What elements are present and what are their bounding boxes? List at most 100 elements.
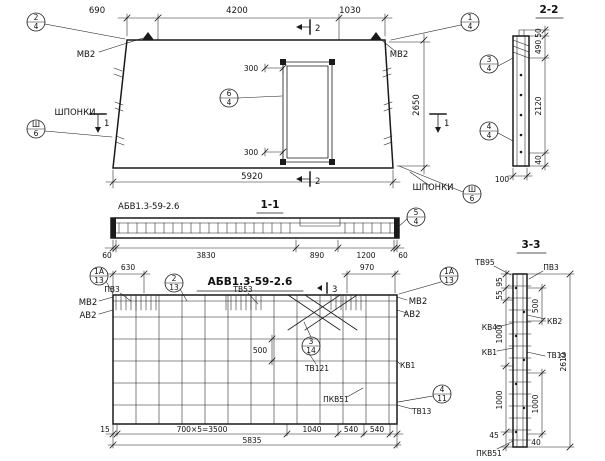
callout-bubble-1a-13-left: 1А 13: [89, 266, 109, 286]
label-tv13-s33: ТВ13: [546, 351, 566, 360]
svg-text:4: 4: [414, 217, 419, 226]
dim-40-s33: 40: [531, 438, 541, 447]
dim-1200: 1200: [356, 251, 375, 260]
reinforcement-diagonals: [287, 294, 358, 331]
reinforcement-dense-mesh: [115, 295, 362, 311]
dim-4200: 4200: [226, 6, 248, 16]
section-1-1-body: [110, 217, 400, 239]
svg-text:11: 11: [437, 394, 447, 403]
dim-100: 100: [495, 175, 510, 184]
cut-mark-arrows: [97, 26, 439, 180]
plan-view: 690 4200 1030 МВ2 МВ2 ШПОНКИ ШПОНКИ 5920…: [26, 6, 482, 204]
plan-opening-outline: [282, 61, 333, 163]
dim-890: 890: [310, 251, 325, 260]
section-3-3-title: 3-3: [522, 239, 541, 251]
dim-700x5: 700×5=3500: [177, 425, 228, 434]
section-3-3: 3-3 ТВ95 ПВ3 95 55 КВ4 1000 КВ1 1000 45 …: [474, 239, 575, 458]
dim-1000-right: 1000: [531, 394, 540, 413]
reinforcement-top-dim-lines: [107, 270, 401, 294]
label-tv121: ТВ121: [304, 364, 329, 373]
svg-text:1: 1: [468, 13, 473, 22]
label-pkv51-r: ПКВ51: [323, 395, 349, 404]
dim-3830: 3830: [196, 251, 215, 260]
svg-text:3: 3: [487, 55, 492, 64]
label-kv1: КВ1: [482, 348, 497, 357]
label-shponki-top: ШПОНКИ: [55, 108, 96, 118]
svg-text:4: 4: [227, 98, 232, 107]
section-1-1-dim-lines: [104, 239, 405, 253]
callout-bubble-5-4: 5 4: [406, 207, 426, 227]
dim-5920: 5920: [241, 172, 263, 182]
keyway-marks: [113, 67, 393, 146]
reinforcement-bottom-dim-lines: [105, 423, 404, 449]
dim-630: 630: [121, 263, 136, 272]
callout-bubble-keys-right: Ш 6: [462, 184, 482, 204]
callout-bubble-2-13: 2 13: [164, 273, 184, 293]
label-kv1-r: КВ1: [400, 361, 415, 370]
dim-1000-left-b: 1000: [495, 390, 504, 409]
dim-55: 55: [495, 290, 504, 300]
label-kv4: КВ4: [482, 323, 497, 332]
svg-text:2: 2: [34, 13, 39, 22]
callout-bubble-3-4: 3 4: [479, 54, 499, 74]
label-tv13-r: ТВ13: [411, 407, 431, 416]
callout-bubble-4-4: 4 4: [479, 121, 499, 141]
svg-text:14: 14: [306, 346, 316, 355]
svg-text:Ш: Ш: [468, 185, 476, 194]
dim-40-s22: 40: [534, 155, 543, 165]
dim-540b: 540: [370, 425, 385, 434]
dim-2120: 2120: [534, 96, 543, 115]
label-mv2-right: МВ2: [390, 50, 409, 60]
dim-500-s33: 500: [531, 299, 540, 314]
svg-text:13: 13: [169, 283, 179, 292]
label-pkv51-s33: ПКВ51: [476, 449, 502, 458]
svg-text:13: 13: [94, 276, 104, 285]
section-2-2-dim-ticks: [509, 26, 549, 180]
label-av2-left: АВ2: [79, 311, 96, 321]
section-1-1-end-plates: [111, 218, 399, 238]
label-kv2: КВ2: [547, 317, 562, 326]
dim-1000-left-a: 1000: [495, 324, 504, 343]
reinforcement-plan: АБВ1.3-59-2.6 630 970 500 3 ПВ3 ТВ53 МВ2…: [79, 263, 459, 449]
section-1-1-title: 1-1: [261, 199, 280, 211]
reinforcement-top-dim-ticks: [109, 270, 399, 278]
svg-text:6: 6: [34, 129, 39, 138]
reinforcement-outline: [112, 294, 398, 425]
label-pv3-s33: ПВ3: [543, 263, 559, 272]
section-2-2-bubble-leaders: [497, 57, 514, 142]
cut3-arrowhead: [317, 285, 322, 291]
section-1-1-mark: АБВ1.3-59-2.6: [118, 202, 179, 212]
svg-text:1А: 1А: [444, 267, 455, 276]
svg-text:4: 4: [34, 22, 39, 31]
opening-corner-plates: [280, 59, 335, 165]
section-2-2-title: 2-2: [540, 4, 559, 16]
section-1-1-bubble-leader: [397, 218, 408, 228]
dim-45: 45: [489, 431, 499, 440]
section-2-2-body: [512, 35, 530, 167]
label-mv2-left: МВ2: [77, 50, 96, 60]
label-tv95: ТВ95: [474, 258, 494, 267]
svg-text:Ш: Ш: [32, 120, 40, 129]
dim-690: 690: [89, 6, 105, 16]
svg-text:1А: 1А: [94, 267, 105, 276]
plan-panel-outline: [112, 39, 394, 169]
reinforcement-grid-v: [135, 294, 390, 425]
section-2-2-inner: [512, 29, 530, 167]
svg-text:5: 5: [414, 208, 419, 217]
callout-bubble-keys-left: Ш 6: [26, 119, 46, 139]
section-2-2: 2-2 50 490 2120 40 100 3 4 4 4: [479, 4, 564, 184]
label-mv2-left-r: МВ2: [79, 298, 98, 308]
dim-500-ticks: [268, 335, 276, 365]
section-1-1-dim-ticks: [109, 244, 401, 252]
callout-bubble-1-4: 1 4: [460, 12, 480, 32]
plan-leaders: [44, 23, 464, 193]
dim-2610: 2610: [559, 352, 568, 371]
svg-text:3: 3: [309, 337, 314, 346]
svg-text:4: 4: [487, 122, 492, 131]
reinforcement-bottom-dim-ticks: [109, 430, 401, 449]
callout-bubble-opening: 6 4: [219, 88, 239, 108]
svg-text:2: 2: [172, 274, 177, 283]
dim-540a: 540: [344, 425, 359, 434]
svg-text:4: 4: [440, 385, 445, 394]
